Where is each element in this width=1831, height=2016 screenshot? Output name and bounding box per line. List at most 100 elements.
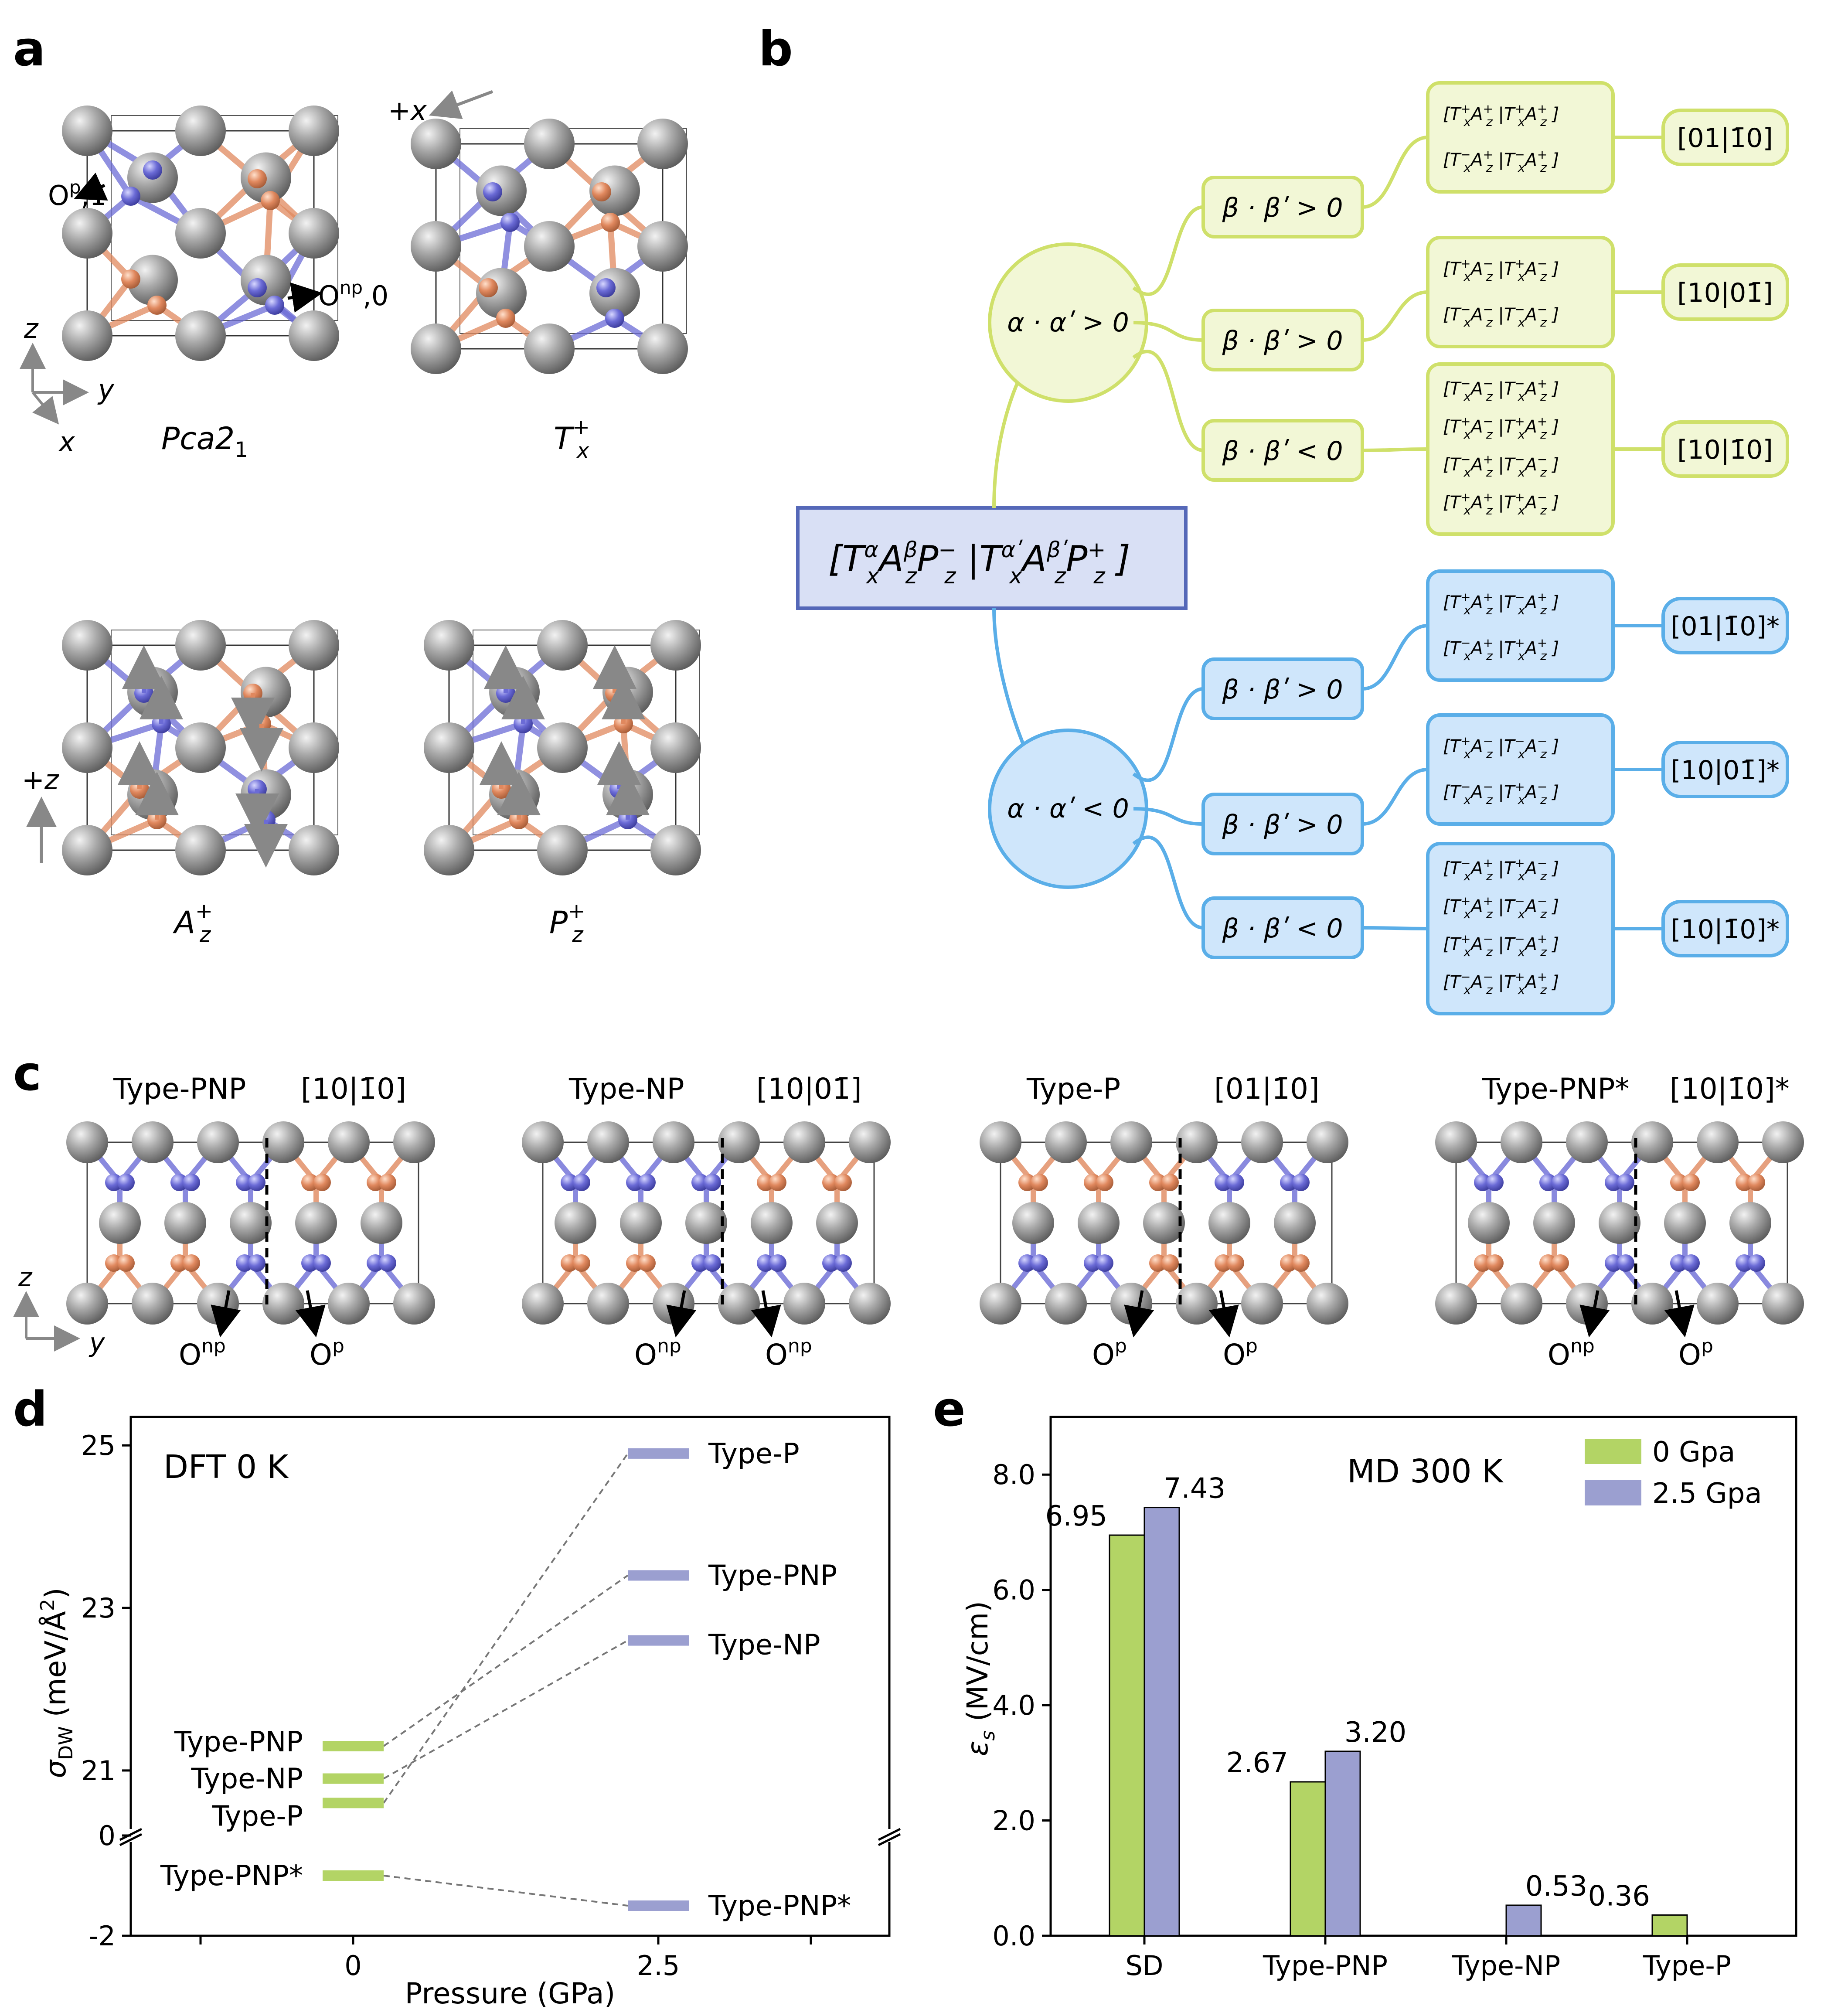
cation-atom xyxy=(328,1121,370,1163)
oxygen-label-sup: p xyxy=(1115,1335,1127,1357)
state-item-part: ] xyxy=(1547,972,1559,992)
cation-atom xyxy=(289,208,339,259)
cation-atom xyxy=(99,1202,141,1244)
state-list-box xyxy=(1426,569,1615,682)
state-item-part: − xyxy=(1460,452,1470,467)
state-item-part: x xyxy=(1463,649,1471,663)
structure-label-main: Pca2 xyxy=(161,421,235,456)
state-item-part: z xyxy=(1486,907,1493,921)
x-axis-label: Pressure (GPa) xyxy=(405,1977,616,2010)
chart-annotation: DFT 0 K xyxy=(163,1448,289,1486)
structure-label-main: A xyxy=(173,905,195,940)
y-axis-label: σDW (meV/Å2) xyxy=(37,1587,77,1778)
oxygen-atom-blue xyxy=(313,1254,331,1272)
cation-atom xyxy=(1241,1283,1283,1325)
state-item-part: ] xyxy=(1547,638,1559,658)
state-item-part: A xyxy=(1524,736,1537,756)
axis-break-left xyxy=(119,1833,143,1846)
state-item-part: x xyxy=(1463,427,1471,442)
unit-cell-back xyxy=(459,128,687,334)
oxygen-atom-blue xyxy=(301,1254,319,1272)
oxygen-atom-blue xyxy=(1617,1254,1634,1272)
oxygen-atom-blue xyxy=(105,1174,123,1191)
state-item-part: ] xyxy=(1547,934,1559,954)
oxygen-atom-orange xyxy=(1292,1254,1310,1272)
state-item-part: A xyxy=(1470,150,1483,170)
state-item-part: |T xyxy=(1493,972,1516,992)
cation-atom xyxy=(587,1121,629,1163)
panel-letter-b: b xyxy=(759,21,793,77)
root-label-part: |T xyxy=(956,538,1004,580)
state-list-box xyxy=(1426,81,1615,194)
state-item-part: + xyxy=(1537,414,1547,429)
cation-atom xyxy=(1762,1121,1804,1163)
y-tick-label: 6.0 xyxy=(992,1574,1035,1606)
cation-atom xyxy=(1045,1283,1087,1325)
y-tick-label: 25 xyxy=(81,1430,116,1461)
axis-break-right xyxy=(878,1833,901,1846)
connector-1 xyxy=(383,1639,628,1780)
state-item-part: z xyxy=(1540,793,1547,807)
y-label-part: σ xyxy=(39,1759,72,1778)
cation-atom xyxy=(132,1283,174,1325)
oxygen-atom-orange xyxy=(592,182,611,201)
cation-atom xyxy=(289,620,339,671)
oxygen-atom-blue xyxy=(757,1254,774,1272)
state-item-part: A xyxy=(1470,104,1483,124)
result-label: [01|1̄0] xyxy=(1677,123,1773,153)
tree-edge xyxy=(1362,926,1428,930)
level-label-right-3: Type-PNP* xyxy=(708,1890,851,1922)
state-item-part: A xyxy=(1470,896,1483,916)
cation-atom xyxy=(1468,1202,1510,1244)
result-label: [10|01̄] xyxy=(1677,278,1773,308)
state-item-part: x xyxy=(1518,160,1525,175)
branch-condition: α · αʹ > 0 xyxy=(1007,307,1129,338)
tree-edge xyxy=(1132,350,1204,452)
cation-atom xyxy=(164,1202,206,1244)
state-item-part: − xyxy=(1460,780,1470,794)
state-item-part: x xyxy=(1463,747,1471,761)
oxygen-atom-orange xyxy=(601,213,620,232)
state-item-part: x xyxy=(1518,793,1525,807)
bar-value-label: 6.95 xyxy=(1045,1500,1108,1532)
root-label-part: α xyxy=(864,537,878,562)
cation-atom xyxy=(537,722,588,773)
cation-atom xyxy=(751,1202,793,1244)
cation-atom xyxy=(522,1121,564,1163)
connector-0 xyxy=(383,1574,629,1747)
legend-swatch-0 xyxy=(1585,1439,1641,1464)
state-item-part: + xyxy=(1537,102,1547,116)
wall-cell-outline xyxy=(1000,1141,1333,1304)
cation-atom xyxy=(197,1283,239,1325)
y-label-part: (MV/cm) xyxy=(961,1601,994,1730)
state-item-part: − xyxy=(1537,856,1547,870)
cation-atom xyxy=(718,1121,760,1163)
state-item-part: A xyxy=(1524,782,1537,802)
oxygen-atom-orange xyxy=(479,278,498,297)
oxygen-atom-blue xyxy=(769,1254,786,1272)
state-item: [T−xA+z |T+xA+z ] xyxy=(1443,636,1559,663)
state-item-part: z xyxy=(1486,603,1493,617)
cation-atom xyxy=(289,722,339,773)
sub-condition: β · βʹ > 0 xyxy=(1222,193,1343,223)
oxygen-atom-blue xyxy=(1486,1174,1504,1191)
oxygen-atom-blue xyxy=(605,309,624,328)
oxygen-atom-orange xyxy=(822,1174,840,1191)
wall-code-label: [01|1̄0] xyxy=(1214,1072,1320,1106)
oxygen-atom-orange xyxy=(1486,1254,1504,1272)
state-item-part: A xyxy=(1524,455,1537,475)
oxygen-label-main: O xyxy=(1678,1338,1701,1372)
oxygen-label-left: Onp xyxy=(634,1335,681,1372)
state-item-part: [T xyxy=(1443,934,1462,954)
oxygen-atom-blue xyxy=(1084,1254,1101,1272)
root-label-part: [T xyxy=(828,538,867,580)
state-item-part: + xyxy=(1483,856,1493,870)
result-label: [10|1̄0] xyxy=(1677,435,1773,465)
state-item-part: A xyxy=(1470,493,1483,513)
cation-atom xyxy=(289,310,339,361)
oxygen-atom-blue xyxy=(367,1254,384,1272)
bar-0-Gpa-Type-P xyxy=(1651,1914,1688,1937)
structure-label-main: T xyxy=(554,421,575,456)
cation-atom xyxy=(637,324,688,374)
